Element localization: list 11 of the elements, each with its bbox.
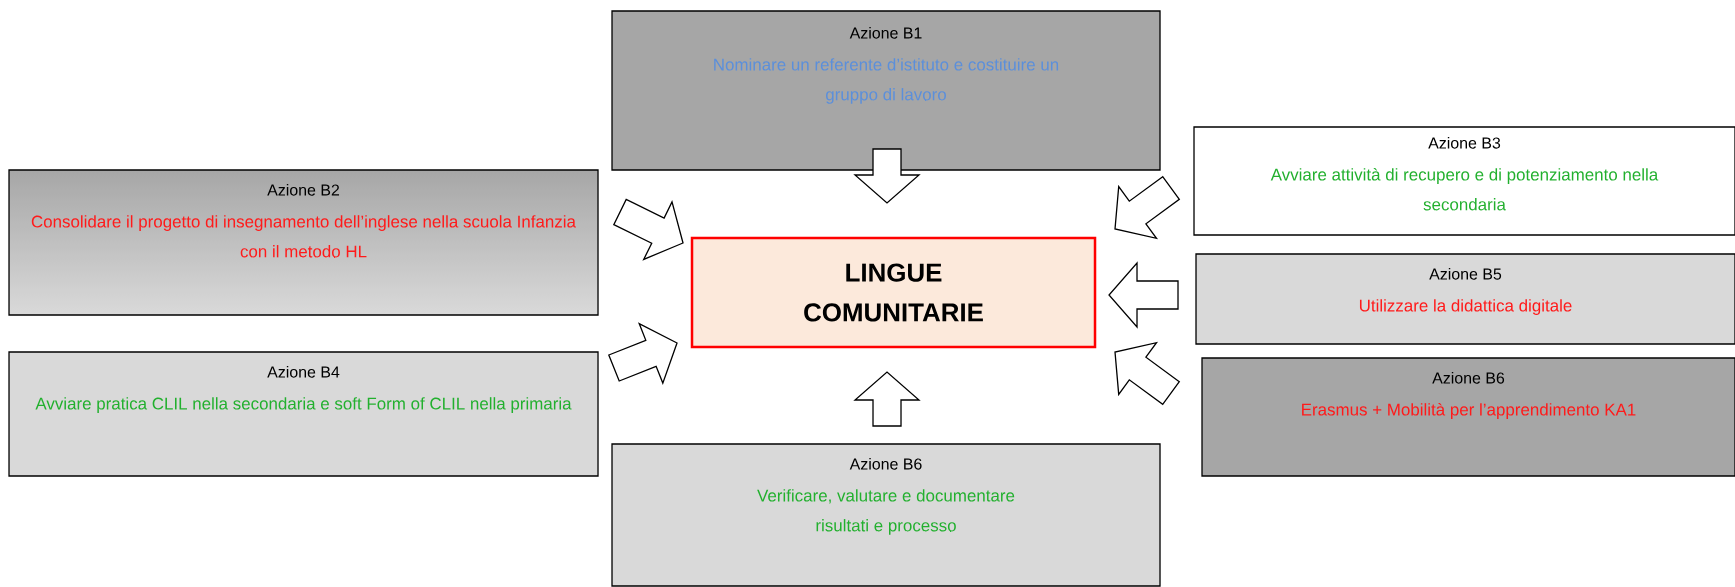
action-box: Azione B5 Utilizzare la didattica digitale <box>1195 253 1735 345</box>
topic-box: LINGUE COMUNITARIE <box>690 236 1097 349</box>
block-arrow <box>853 148 921 204</box>
action-box: Azione B2 Consolidare il progetto di insegnamento dell’inglese nella scuola Infanzia con il metodo HL <box>8 169 599 316</box>
action-box: Azione B6 Erasmus + Mobilità per l’apprendimento KA1 <box>1201 357 1735 477</box>
action-box: Azione B4 Avviare pratica CLIL nella secondaria e soft Form of CLIL nella primaria <box>8 351 599 477</box>
block-arrow <box>1108 261 1179 329</box>
action-box: Azione B6 Verificare, valutare e documentare risultati e processo <box>611 443 1161 587</box>
action-box: Azione B3 Avviare attività di recupero e di potenziamento nella secondaria <box>1193 126 1735 236</box>
action-box: Azione B1 Nominare un referente d’istituto e costituire un gruppo di lavoro <box>611 10 1161 171</box>
block-arrow <box>853 371 921 427</box>
